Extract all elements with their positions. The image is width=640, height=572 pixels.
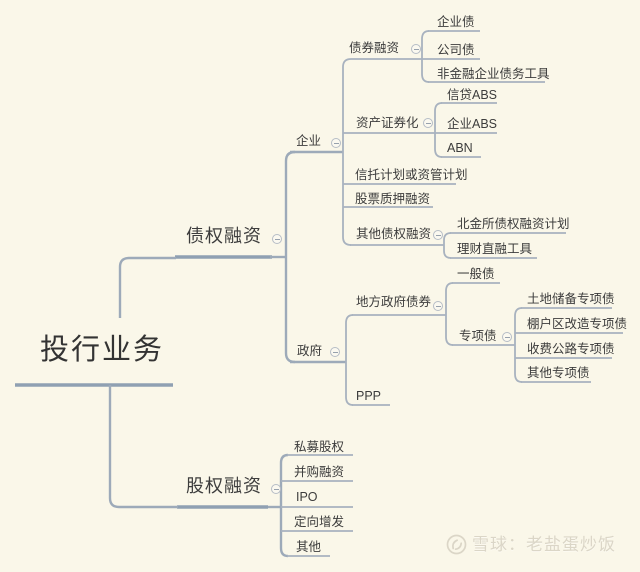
collapse-icon-equity-financing[interactable] <box>271 484 281 494</box>
node-trust-or-am-plan[interactable]: 信托计划或资管计划 <box>355 168 468 182</box>
node-other-equity[interactable]: 其他 <box>296 540 322 554</box>
collapse-icon-other-debt-financing[interactable] <box>433 230 443 240</box>
node-cfae-debt-plan[interactable]: 北金所债权融资计划 <box>457 217 570 231</box>
node-local-gov-bond[interactable]: 地方政府债券 <box>356 295 432 309</box>
node-enterprise-bond[interactable]: 企业债 <box>437 15 475 29</box>
collapse-icon-bond-financing[interactable] <box>411 44 421 54</box>
node-other-special-bond[interactable]: 其他专项债 <box>527 366 590 380</box>
node-private-equity[interactable]: 私募股权 <box>294 440 345 454</box>
minus-glyph <box>504 336 510 338</box>
connector-root-down <box>108 385 178 509</box>
node-general-bond[interactable]: 一般债 <box>457 267 495 281</box>
node-toll-road-bond[interactable]: 收费公路专项债 <box>527 342 615 356</box>
node-ma-financing[interactable]: 并购融资 <box>294 465 345 479</box>
node-ppp[interactable]: PPP <box>356 389 382 403</box>
node-stock-pledge-financing[interactable]: 股票质押融资 <box>355 192 431 206</box>
node-government[interactable]: 政府 <box>297 344 323 358</box>
node-enterprise-abs[interactable]: 企业ABS <box>447 117 498 131</box>
minus-glyph <box>413 48 419 50</box>
spine-other-debt-children <box>443 232 452 259</box>
watermark: 雪球：老盐蛋炒饭 <box>446 534 616 555</box>
spine-localgov-children <box>445 282 454 346</box>
xueqiu-logo <box>446 534 467 555</box>
node-wm-direct-financing[interactable]: 理财直融工具 <box>457 242 533 256</box>
collapse-icon-government[interactable] <box>330 347 340 357</box>
minus-glyph <box>435 305 441 307</box>
watermark-text: 雪球：老盐蛋炒饭 <box>472 535 616 554</box>
spine-abs-children <box>434 102 443 158</box>
minus-glyph <box>274 238 280 240</box>
collapse-icon-local-gov-bond[interactable] <box>433 301 443 311</box>
spine-debt-children <box>284 150 296 364</box>
minus-glyph <box>332 351 338 353</box>
node-bond-financing[interactable]: 债券融资 <box>349 41 400 55</box>
node-land-reserve-bond[interactable]: 土地储备专项债 <box>527 292 615 306</box>
node-nonfinancial-debt-instrument[interactable]: 非金融企业债务工具 <box>437 67 550 81</box>
collapse-icon-asset-securitization[interactable] <box>423 118 433 128</box>
collapse-icon-special-bond[interactable] <box>502 332 512 342</box>
minus-glyph <box>425 122 431 124</box>
node-other-debt-financing[interactable]: 其他债权融资 <box>356 227 432 241</box>
node-credit-abs[interactable]: 信贷ABS <box>447 88 498 102</box>
minus-glyph <box>435 234 441 236</box>
node-company-bond[interactable]: 公司债 <box>437 43 475 57</box>
node-equity-financing[interactable]: 股权融资 <box>186 476 262 496</box>
node-asset-securitization[interactable]: 资产证券化 <box>356 116 419 130</box>
node-ipo[interactable]: IPO <box>296 490 318 504</box>
collapse-icon-debt-financing[interactable] <box>272 234 282 244</box>
node-investment-banking[interactable]: 投行业务 <box>40 334 165 366</box>
spine-bond-children <box>421 30 430 83</box>
spine-special-bond-children <box>514 307 523 383</box>
node-enterprise[interactable]: 企业 <box>296 134 322 148</box>
node-private-placement[interactable]: 定向增发 <box>294 515 345 529</box>
minus-glyph <box>273 488 279 490</box>
connector-root-up <box>118 256 176 318</box>
spine-government-children <box>345 314 354 406</box>
spine-equity-children <box>279 453 289 558</box>
node-shantytown-bond[interactable]: 棚户区改造专项债 <box>527 317 628 331</box>
node-abn[interactable]: ABN <box>447 141 473 155</box>
spine-enterprise-children <box>342 58 352 246</box>
node-debt-financing[interactable]: 债权融资 <box>186 226 262 246</box>
minus-glyph <box>333 142 339 144</box>
collapse-icon-enterprise[interactable] <box>331 138 341 148</box>
node-special-bond[interactable]: 专项债 <box>459 329 497 343</box>
